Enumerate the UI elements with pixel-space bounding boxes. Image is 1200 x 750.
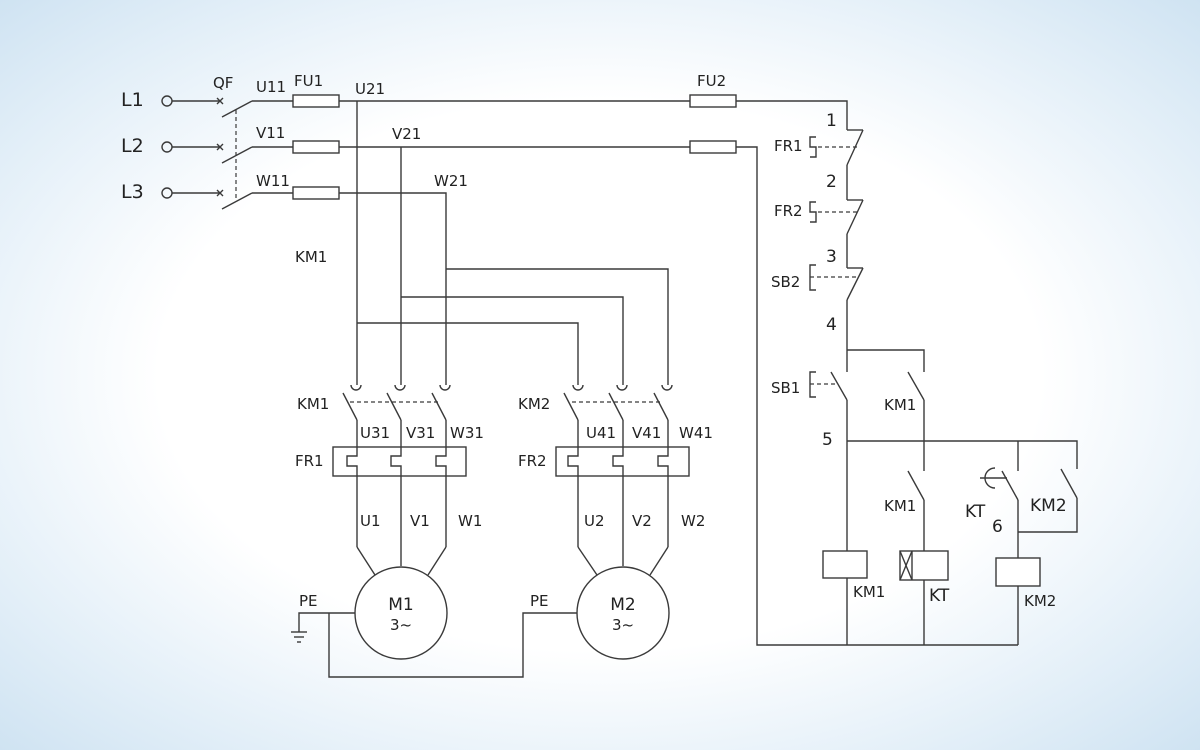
label-km1-hold: KM1 (884, 396, 916, 414)
label-qf: QF (213, 74, 233, 92)
node-6: 6 (992, 517, 1003, 537)
label-km2-main: KM2 (518, 395, 550, 413)
label-km2-coil: KM2 (1024, 592, 1056, 610)
label-km1-coil: KM1 (853, 583, 885, 601)
label-w2: W2 (681, 512, 705, 530)
label-v1: V1 (410, 512, 430, 530)
km2-main-contacts: KM2 U41 V41 W41 (518, 384, 713, 447)
fu1-fuse-l3 (292, 186, 340, 200)
label-fr2-main: FR2 (518, 452, 547, 470)
fu2-fuse-l1 (689, 94, 737, 108)
label-v11: V11 (256, 124, 285, 142)
label-fu1: FU1 (294, 72, 323, 90)
label-u1: U1 (360, 512, 381, 530)
label-pe-m2: PE (530, 592, 549, 610)
label-l3: L3 (121, 181, 144, 203)
fu1-fuse-l1 (292, 94, 340, 108)
label-kt-contact: KT (965, 502, 986, 522)
terminal-l1 (161, 95, 173, 107)
label-u11: U11 (256, 78, 286, 96)
km1-coil (822, 550, 868, 579)
label-fr1-main: FR1 (295, 452, 324, 470)
node-3: 3 (826, 247, 837, 267)
fu2-fuse-l2 (689, 140, 737, 154)
label-m2: M2 (610, 595, 635, 615)
km1-main-contacts: KM1 U31 V31 W31 (297, 384, 484, 447)
label-w11: W11 (256, 172, 290, 190)
kt-coil (899, 550, 949, 581)
label-l1: L1 (121, 89, 144, 111)
main-lines: U11 V11 W11 FU1 U21 V21 W21 FU2 KM1 (252, 72, 1018, 646)
label-m2-type: 3~ (612, 616, 634, 634)
label-pe-m1: PE (299, 592, 318, 610)
fr1-thermal-relay: FR1 U1 V1 W1 (295, 446, 482, 576)
label-fu2: FU2 (697, 72, 726, 90)
node-1: 1 (826, 111, 837, 131)
km2-coil (995, 557, 1041, 587)
label-sb1: SB1 (771, 379, 800, 397)
label-sb2: SB2 (771, 273, 800, 291)
label-fr2-nc: FR2 (774, 202, 803, 220)
label-km1-kt: KM1 (884, 497, 916, 515)
terminal-l3 (161, 187, 173, 199)
label-v2: V2 (632, 512, 652, 530)
label-v31: V31 (406, 424, 435, 442)
label-u41: U41 (586, 424, 616, 442)
label-m1: M1 (388, 595, 413, 615)
label-w21: W21 (434, 172, 468, 190)
label-u21: U21 (355, 80, 385, 98)
label-kt-coil: KT (929, 586, 950, 606)
label-u31: U31 (360, 424, 390, 442)
label-km1-main: KM1 (297, 395, 329, 413)
label-v21: V21 (392, 125, 421, 143)
label-w41: W41 (679, 424, 713, 442)
label-m1-type: 3~ (390, 616, 412, 634)
motor-m1: M1 3~ PE (291, 566, 578, 678)
fr1-box (332, 446, 467, 477)
terminal-l2 (161, 141, 173, 153)
label-fr1-nc: FR1 (774, 137, 803, 155)
fr2-thermal-relay: FR2 U2 V2 W2 (518, 446, 705, 576)
power-input: L1 L2 L3 (121, 89, 220, 203)
node-4: 4 (826, 315, 837, 335)
fu1-fuse-l2 (292, 140, 340, 154)
label-l2: L2 (121, 135, 144, 157)
label-v41: V41 (632, 424, 661, 442)
qf-breaker: QF (213, 74, 253, 210)
label-w31: W31 (450, 424, 484, 442)
label-u2: U2 (584, 512, 605, 530)
motor-m2: M2 3~ PE (530, 566, 670, 660)
label-w1: W1 (458, 512, 482, 530)
node-2: 2 (826, 172, 837, 192)
control-circuit: 1 2 3 4 5 6 FR1 FR2 SB2 SB1 (771, 111, 1078, 645)
node-5: 5 (822, 430, 833, 450)
motor-m2-circle (576, 566, 670, 660)
label-km2-hold: KM2 (1030, 496, 1067, 516)
label-km1-top: KM1 (295, 248, 327, 266)
